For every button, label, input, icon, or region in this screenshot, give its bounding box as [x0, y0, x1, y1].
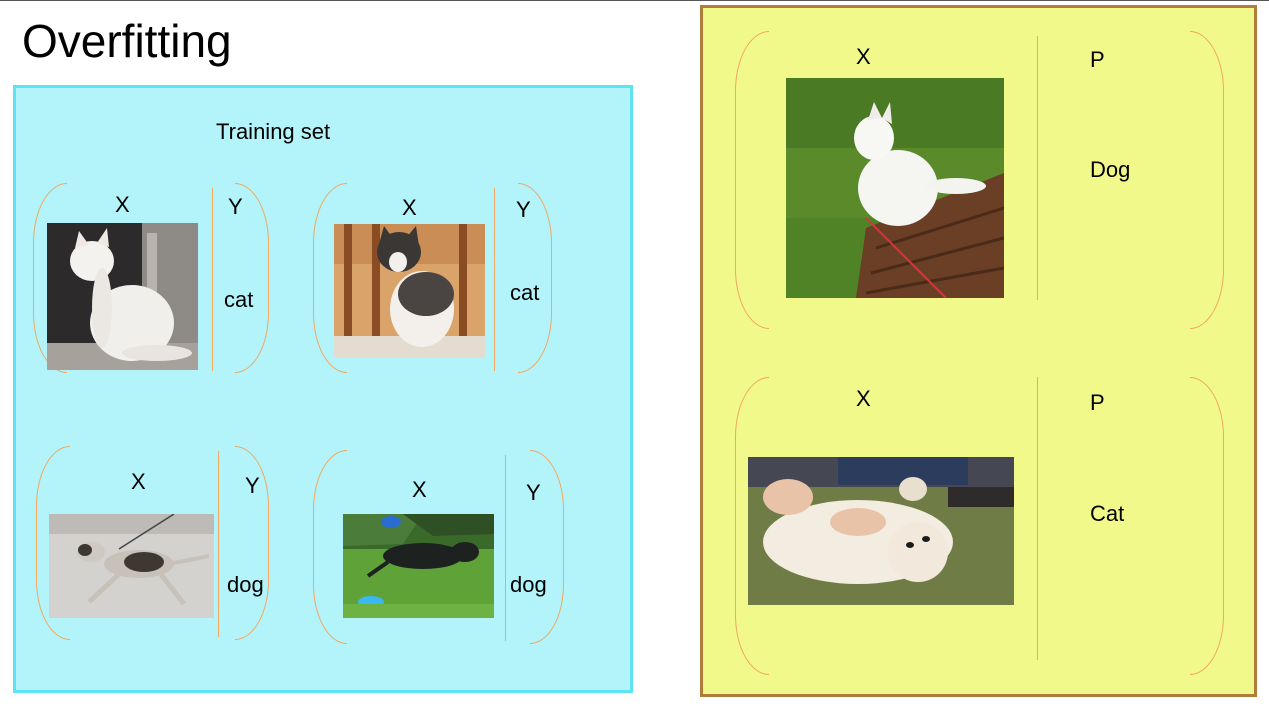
xp-divider: [1037, 377, 1038, 660]
training-set-label: Training set: [216, 119, 331, 144]
class-label: dog: [227, 572, 264, 597]
tabby-cat-photo: [334, 224, 485, 358]
prediction-label: Dog: [1090, 157, 1131, 182]
xp-divider: [1037, 36, 1038, 300]
right-bracket: [1190, 31, 1224, 329]
slide-title: Overfitting: [22, 15, 232, 67]
training-set-panel: Training set X Y cat X Y cat: [13, 85, 633, 693]
xy-divider: [212, 188, 213, 371]
white-cat-photo: [47, 223, 198, 370]
black-dog-photo: [343, 514, 494, 618]
x-label: X: [115, 192, 130, 217]
p-label: P: [1090, 390, 1105, 415]
prediction-label: Cat: [1090, 501, 1125, 526]
golden-dog-photo: [748, 457, 1014, 605]
top-rule: [0, 0, 1269, 1]
y-label: Y: [526, 480, 541, 505]
y-label: Y: [228, 194, 243, 219]
class-label: cat: [224, 287, 254, 312]
xy-divider: [505, 455, 506, 641]
running-dog-photo: [49, 514, 214, 618]
x-label: X: [131, 469, 146, 494]
right-bracket: [1190, 377, 1224, 675]
test-panel: X P Dog X P Cat: [700, 5, 1257, 697]
y-label: Y: [245, 473, 260, 498]
xy-divider: [494, 188, 495, 371]
x-label: X: [402, 195, 417, 220]
x-label: X: [856, 44, 871, 69]
class-label: cat: [510, 280, 540, 305]
left-bracket: [313, 450, 347, 644]
left-bracket: [735, 31, 769, 329]
class-label: dog: [510, 572, 547, 597]
p-label: P: [1090, 47, 1105, 72]
x-label: X: [856, 386, 871, 411]
y-label: Y: [516, 197, 531, 222]
x-label: X: [412, 477, 427, 502]
cat-on-grass-photo: [786, 78, 1004, 298]
xy-divider: [218, 451, 219, 637]
